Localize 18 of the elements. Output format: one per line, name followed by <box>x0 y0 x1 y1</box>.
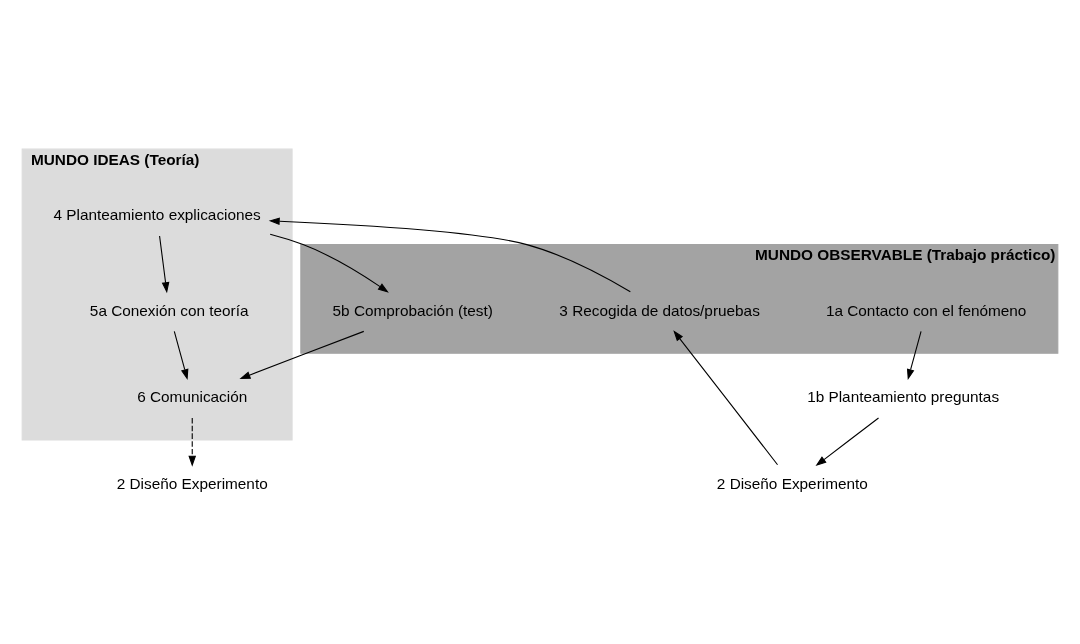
node-text: 2 Diseño Experimento <box>116 474 268 492</box>
node-text: 6 Comunicación <box>137 387 248 405</box>
node-text: 4 Planteamiento explicaciones <box>53 205 261 223</box>
node-text: 5b Comprobación (test) <box>332 301 493 319</box>
node-text: 1b Planteamiento preguntas <box>807 387 1000 405</box>
arrow <box>268 216 631 292</box>
arrow <box>673 329 779 465</box>
arrow <box>188 417 197 467</box>
node-text: 3 Recogida de datos/pruebas <box>559 301 760 319</box>
arrow <box>239 330 365 379</box>
node-text: 2 Diseño Experimento <box>716 474 868 492</box>
node-text: 1a Contacto con el fenómeno <box>825 301 1027 319</box>
node-text: 5a Conexión con teoría <box>89 301 249 319</box>
arrow <box>815 417 880 466</box>
arrow <box>269 233 389 293</box>
arrow <box>906 330 922 380</box>
arrow <box>173 330 189 380</box>
arrow <box>159 235 170 293</box>
